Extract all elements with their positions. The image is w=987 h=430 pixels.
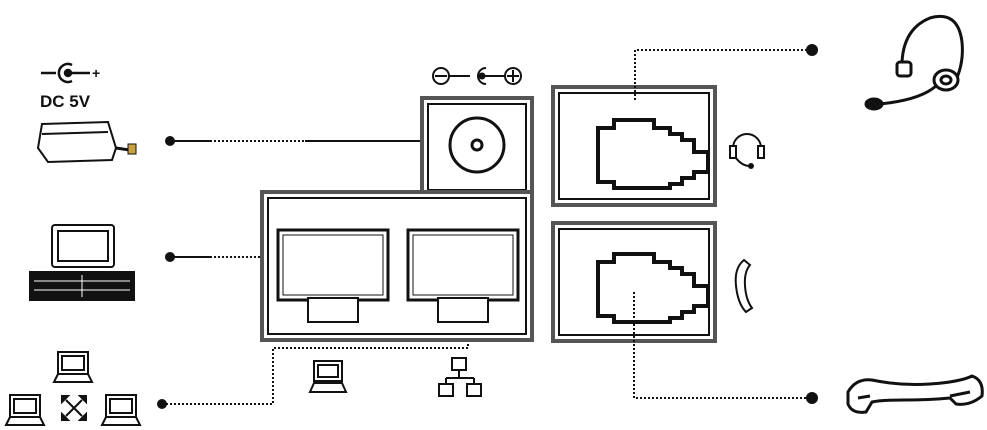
lan-ethernet-port bbox=[406, 228, 520, 323]
power-connection-line bbox=[165, 136, 440, 146]
lan-port-symbol-icon bbox=[438, 357, 482, 397]
ethernet-ports-panel bbox=[260, 190, 534, 342]
pc-ethernet-port bbox=[276, 228, 390, 323]
headset-icon bbox=[864, 15, 964, 111]
pc-icon bbox=[29, 224, 135, 301]
handset-connection-line bbox=[633, 292, 818, 404]
headset-connection-line bbox=[634, 44, 818, 100]
headset-port-panel bbox=[551, 85, 717, 207]
dc-jack-polarity-symbol bbox=[432, 67, 522, 85]
handset-rj-jack bbox=[596, 252, 710, 324]
headset-symbol-icon bbox=[729, 133, 765, 169]
dc-voltage-label: DC 5V bbox=[40, 92, 91, 111]
polarity-plus-label: + bbox=[92, 65, 100, 81]
handset-icon bbox=[846, 374, 984, 414]
power-port-panel bbox=[420, 96, 534, 196]
network-icon bbox=[4, 351, 142, 426]
handset-symbol-icon bbox=[734, 258, 754, 314]
pc-port-symbol-icon bbox=[308, 360, 348, 393]
dc-polarity-icon bbox=[41, 62, 90, 84]
headset-rj-jack bbox=[596, 118, 710, 190]
power-adapter-icon bbox=[36, 120, 137, 164]
handset-port-panel bbox=[551, 221, 717, 343]
